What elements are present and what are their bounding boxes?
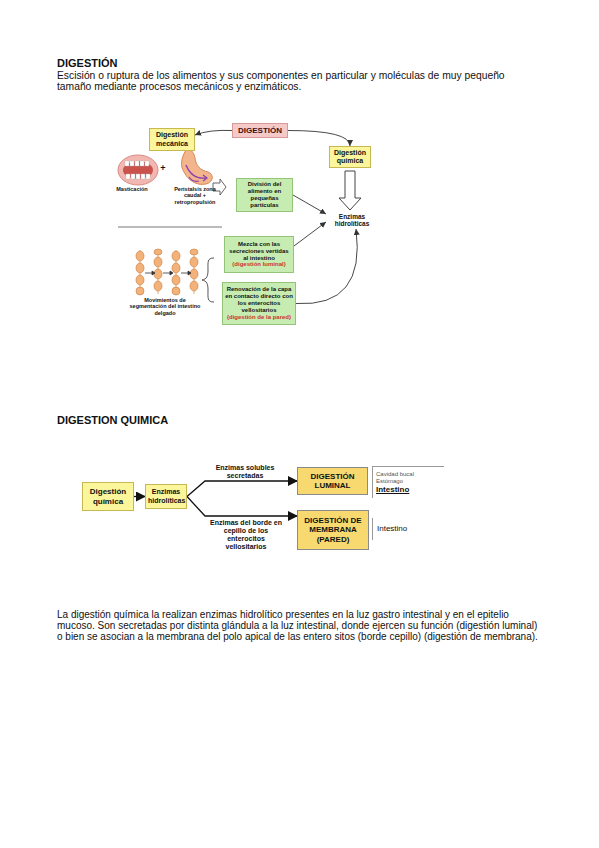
- stomach-illustration: [182, 149, 213, 184]
- node-text: Digestión química: [85, 487, 131, 505]
- connector: [288, 131, 350, 147]
- node-text: Mezcla con las secreciones vertidas al i…: [227, 241, 291, 262]
- process-box: División del alimento en pequeñas partíc…: [236, 178, 293, 212]
- category-box: Digestión química: [329, 146, 371, 168]
- connector: [296, 229, 357, 304]
- location-box: Intestino: [372, 518, 418, 540]
- node-text: Estómago: [376, 478, 441, 485]
- node-text: Intestino: [376, 485, 441, 494]
- node-text: DIGESTIÓN DE MEMBRANA (PARED): [300, 516, 366, 544]
- node-text: Enzimas hidrolíticas: [328, 213, 376, 228]
- segmentation-arrows: [145, 271, 191, 275]
- root-box: DIGESTIÓN: [232, 123, 288, 138]
- node-text: División del alimento en pequeñas partíc…: [239, 181, 290, 209]
- location-box: Cavidad bucalEstómagoIntestino: [372, 466, 444, 498]
- illustration-caption: Movimientos de segmentación del intestin…: [126, 297, 204, 316]
- node-text: DIGESTIÓN: [235, 126, 285, 135]
- connector: [195, 130, 232, 135]
- node-text: Renovación de la capa en contacto direct…: [225, 286, 293, 314]
- connector: [339, 171, 361, 210]
- separator-line: [118, 227, 222, 228]
- node-text: Intestino: [377, 524, 414, 533]
- category-box: Digestión mecánica: [149, 128, 195, 151]
- body-text: La digestión química la realizan enzimas…: [57, 609, 543, 642]
- connector: [187, 481, 297, 497]
- node-text: (digestión de la pared): [225, 314, 293, 321]
- connector: [294, 222, 326, 246]
- target-text: Enzimas hidrolíticas: [326, 211, 378, 229]
- bracket: [202, 258, 214, 302]
- mouth-illustration: [118, 155, 158, 185]
- node-text: Cavidad bucal: [376, 471, 441, 478]
- illustration-caption: Peristalsis zona caudal + retropropulsió…: [170, 186, 220, 205]
- process-box: Renovación de la capa en contacto direct…: [222, 282, 296, 325]
- process-box: Mezcla con las secreciones vertidas al i…: [224, 236, 294, 273]
- result-box: DIGESTIÓN LUMINAL: [297, 467, 368, 495]
- connector: [293, 195, 326, 214]
- edge-label: Enzimas del borde en cepillo de los ente…: [206, 519, 286, 551]
- node-text: Digestión mecánica: [152, 131, 192, 147]
- plus-sign: +: [158, 163, 168, 173]
- category-box: Digestión química: [82, 482, 134, 511]
- node-text: Digestión química: [332, 149, 368, 165]
- node-text: DIGESTIÓN LUMINAL: [300, 472, 365, 490]
- node-text: (digestión luminal): [227, 261, 291, 268]
- intro-text: Escisión o ruptura de los alimentos y su…: [57, 70, 537, 92]
- edge-label: Enzimas solubles secretadas: [206, 464, 284, 480]
- illustration-caption: Masticación: [110, 186, 154, 192]
- section-heading: DIGESTION QUIMICA: [57, 414, 357, 427]
- category-box: Enzimas hidrolíticas: [145, 484, 187, 509]
- connector: [187, 497, 297, 517]
- result-box: DIGESTIÓN DE MEMBRANA (PARED): [297, 510, 369, 550]
- node-text: Enzimas hidrolíticas: [148, 488, 184, 504]
- connector: [134, 496, 145, 497]
- page-title: DIGESTIÓN: [57, 57, 357, 70]
- segmentation-illustration: [136, 249, 198, 295]
